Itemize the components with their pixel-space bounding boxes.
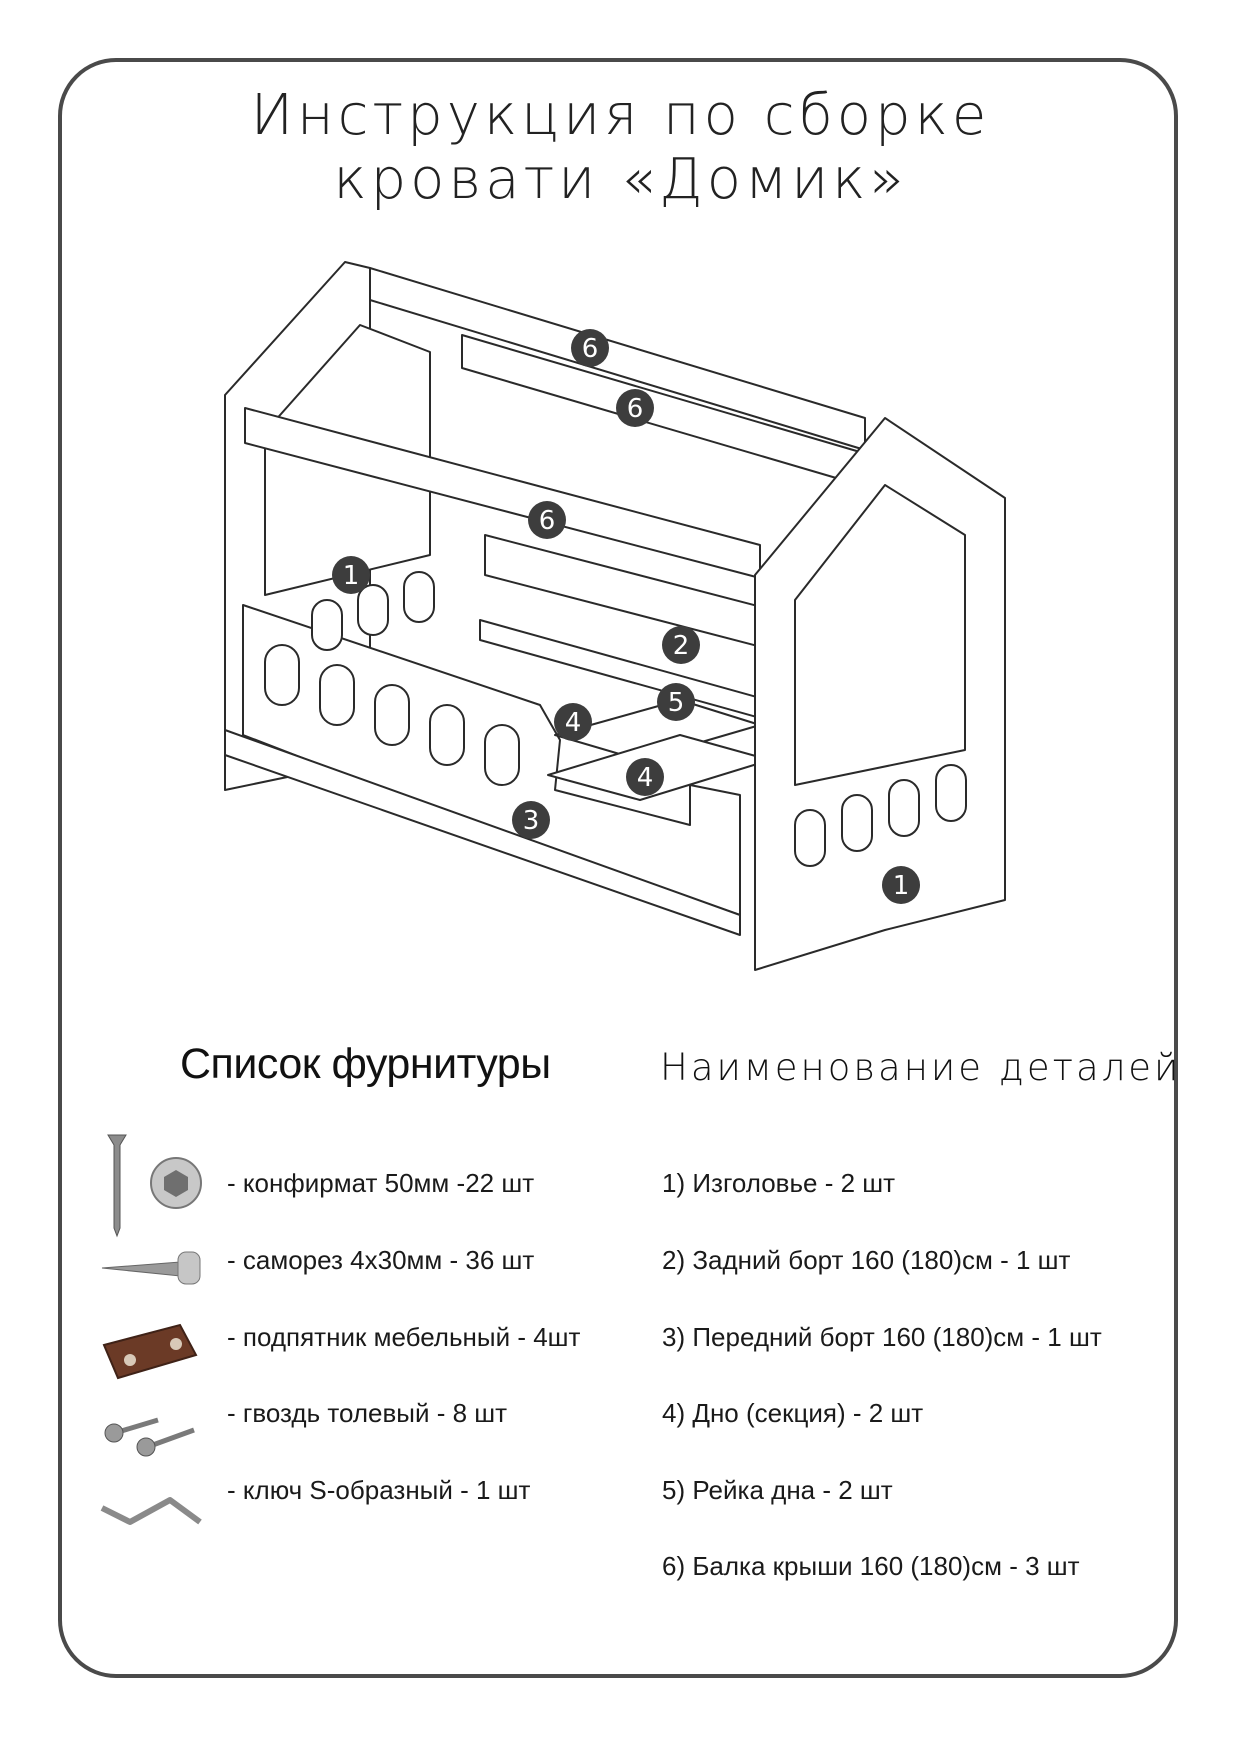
hardware-item: - саморез 4х30мм - 36 шт <box>227 1245 535 1275</box>
parts-heading: Наименование деталей <box>660 1046 1182 1089</box>
parts-item: 4) Дно (секция) - 2 шт <box>662 1398 924 1428</box>
part-marker-1a <box>332 556 370 594</box>
hardware-item: - ключ S-образный - 1 шт <box>227 1475 531 1505</box>
part-marker-6a <box>571 329 609 367</box>
part-marker-label: 1 <box>343 561 360 591</box>
part-marker-label: 4 <box>565 708 582 738</box>
part-marker-label: 6 <box>582 334 599 364</box>
part-marker-4b <box>626 758 664 796</box>
page-border <box>58 58 1178 1678</box>
hardware-item: - конфирмат 50мм -22 шт <box>227 1168 535 1198</box>
hardware-heading: Список фурнитуры <box>180 1040 551 1088</box>
part-marker-2 <box>662 626 700 664</box>
parts-item: 6) Балка крыши 160 (180)см - 3 шт <box>662 1551 1080 1581</box>
part-marker-4a <box>554 703 592 741</box>
part-marker-label: 6 <box>539 506 556 536</box>
parts-item: 1) Изголовье - 2 шт <box>662 1168 896 1198</box>
part-marker-label: 5 <box>668 688 685 718</box>
part-marker-3 <box>512 801 550 839</box>
parts-item: 5) Рейка дна - 2 шт <box>662 1475 893 1505</box>
part-marker-label: 2 <box>673 631 690 661</box>
part-marker-label: 3 <box>523 806 540 836</box>
part-marker-1b <box>882 866 920 904</box>
part-marker-6b <box>616 389 654 427</box>
parts-item: 2) Задний борт 160 (180)см - 1 шт <box>662 1245 1071 1275</box>
part-marker-group: 6 6 6 1 2 5 4 4 3 1 <box>332 329 920 904</box>
part-marker-label: 4 <box>637 763 654 793</box>
hardware-item: - гвоздь толевый - 8 шт <box>227 1398 508 1428</box>
parts-item: 3) Передний борт 160 (180)см - 1 шт <box>662 1322 1102 1352</box>
part-marker-label: 1 <box>893 871 910 901</box>
part-marker-label: 6 <box>627 394 644 424</box>
part-marker-6c <box>528 501 566 539</box>
roof-beam-back <box>369 267 866 451</box>
page-title-line-1: Инструкция по сборке <box>250 83 991 148</box>
bed-assembly-drawing: 6 6 6 1 2 5 4 4 3 1 <box>224 261 1006 971</box>
part-marker-5 <box>657 683 695 721</box>
page-title-line-2: кровати «Домик» <box>333 147 908 212</box>
hardware-item: - подпятник мебельный - 4шт <box>227 1322 581 1352</box>
